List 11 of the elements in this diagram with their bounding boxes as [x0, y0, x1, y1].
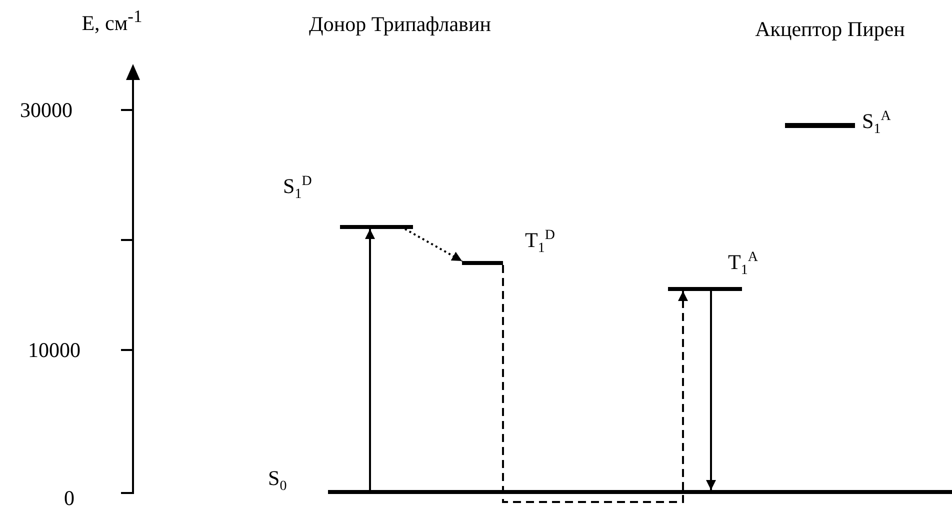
- donor-heading: Донор Трипафлавин: [308, 12, 492, 36]
- tick-label: 0: [64, 486, 74, 510]
- dashed-arrow: [404, 228, 462, 262]
- axis-title: E, см$^{-1}$: [80, 5, 144, 35]
- dashed-arrow: [502, 265, 688, 503]
- arrow: [365, 229, 375, 490]
- tick-label: 10000: [28, 338, 80, 362]
- level-label: S$_{0}$: [268, 468, 287, 494]
- acceptor-heading: Акцептор Пирен: [754, 17, 906, 41]
- tick-label: 30000: [20, 98, 72, 122]
- arrow: [706, 291, 716, 490]
